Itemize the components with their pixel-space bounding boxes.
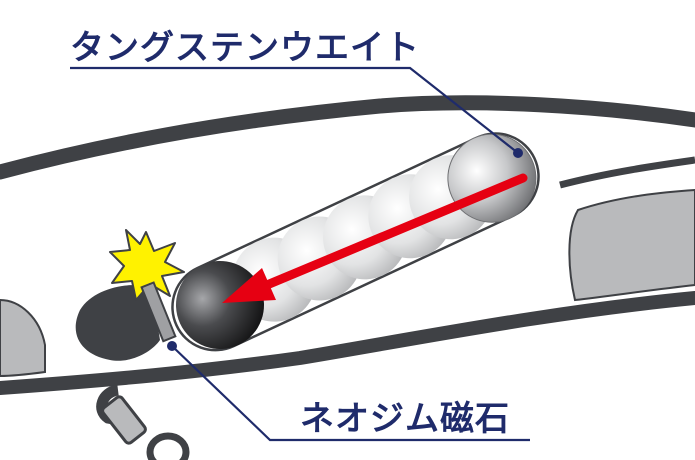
neodymium-magnet [140, 281, 177, 343]
tungsten-weight-ball-front [176, 261, 264, 349]
weight-callout-line [70, 66, 519, 154]
right-shell [568, 188, 695, 302]
chamber-top-line [559, 156, 695, 189]
nose-piece [75, 285, 160, 361]
impact-burst-icon [109, 229, 185, 301]
magnet-callout-line [171, 345, 530, 442]
magnet-callout-dot [167, 341, 177, 351]
weight-callout-dot [513, 148, 523, 158]
neodymium-magnet-label: ネオジム磁石 [300, 399, 510, 439]
lure-bottom-outline [0, 291, 695, 395]
lure-top-outline [0, 95, 695, 180]
line-tie [96, 384, 190, 460]
red-arrow-icon [222, 173, 528, 303]
tungsten-weight-label: タングステンウエイト [70, 28, 420, 68]
left-shell [0, 298, 46, 378]
